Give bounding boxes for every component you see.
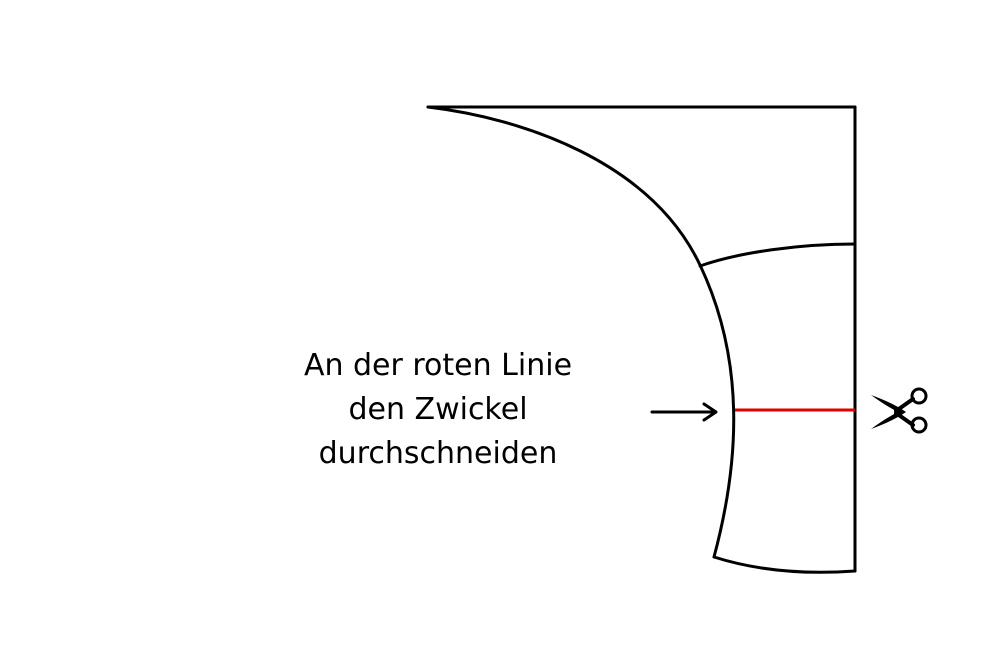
- gusset-lower-edge: [712, 555, 857, 574]
- arrow-right-icon: [650, 402, 718, 422]
- instruction-line: den Zwickel: [348, 392, 528, 427]
- scissors-icon: [871, 387, 928, 434]
- instruction-line: An der roten Linie: [303, 348, 573, 383]
- pattern-curved-edge: [426, 105, 736, 559]
- instruction-text: An der roten Linie den Zwickel durchschn…: [288, 344, 588, 476]
- instruction-line: durchschneiden: [318, 436, 558, 471]
- gusset-upper-seam: [698, 242, 857, 268]
